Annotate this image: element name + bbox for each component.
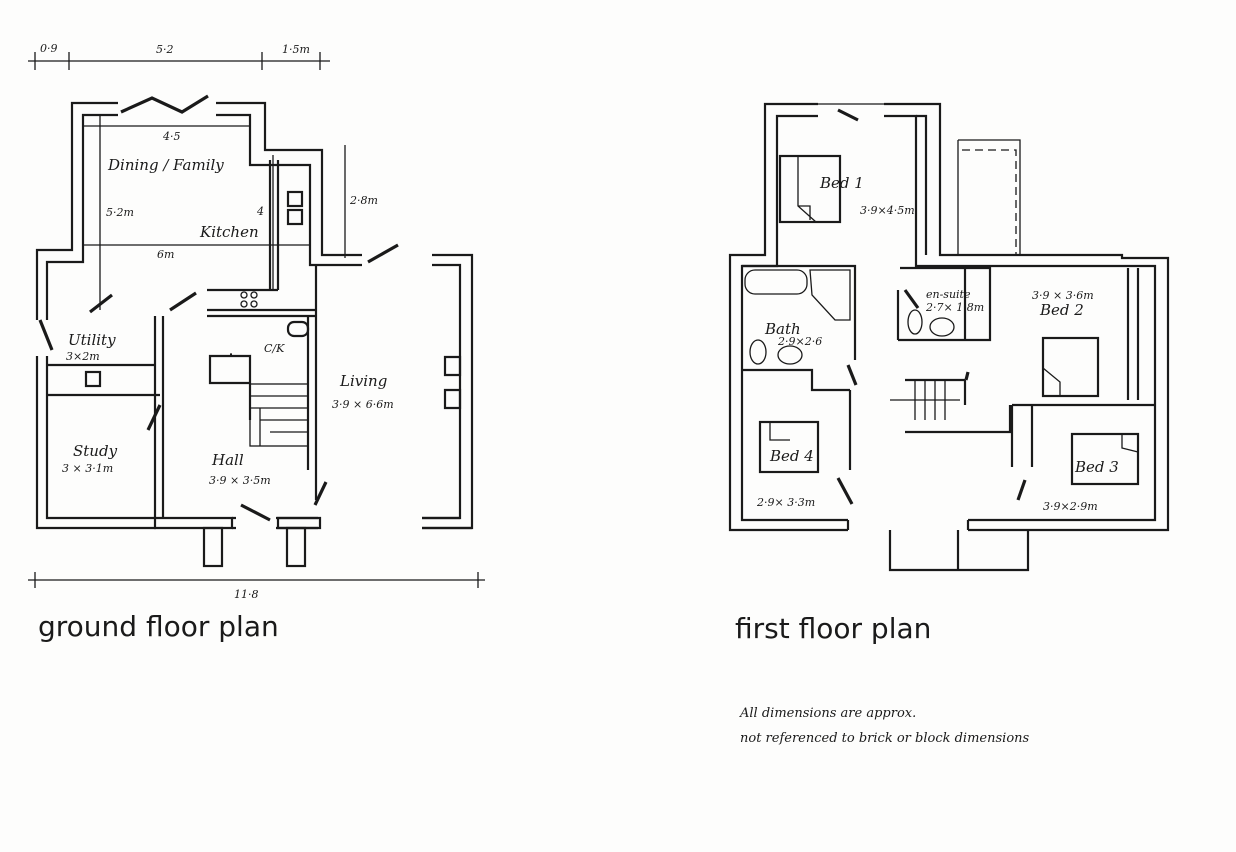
wc [907, 309, 923, 335]
basin [929, 317, 955, 337]
chimney-breast [443, 355, 462, 410]
room-ensuite-size: 2·7× 1·8m [925, 301, 984, 314]
wardrobe-wall [916, 114, 928, 255]
bath-walls [742, 264, 857, 470]
basin [777, 345, 803, 365]
first-floor-title: first floor plan [735, 612, 931, 645]
dim-6m: 6m [157, 248, 174, 261]
room-bed-3-size: 3·9×2·9m [1043, 500, 1098, 513]
ensuite-walls [896, 266, 992, 342]
shower [809, 269, 851, 321]
room-bed-2-size: 3·9 × 3·6m [1032, 289, 1094, 302]
bathtub [744, 269, 808, 295]
staircase [890, 378, 1012, 434]
appliance [286, 190, 304, 208]
hob [240, 291, 258, 308]
bifold-door [120, 94, 209, 114]
dim-5-2: 5·2 [156, 43, 174, 56]
bed-2-furniture [1041, 336, 1100, 398]
room-bed-4-size: 2·9× 3·3m [756, 496, 815, 509]
bifold-window [837, 108, 859, 122]
room-bed-4: Bed 4 [769, 447, 814, 465]
porch-pillar [285, 526, 307, 568]
dim-0-9: 0·9 [40, 42, 58, 55]
room-living-size: 3·9 × 6·6m [332, 398, 394, 411]
dim-dining-depth: 5·2m [106, 206, 134, 219]
room-utility: Utility [68, 331, 116, 349]
first-floor-plan: Bed 1 3·9×4·5m Bath 2·9×2·6 en-suite 2·7… [728, 100, 1170, 645]
room-bed-1-size: 3·9×4·5m [860, 204, 915, 217]
dim-kitchen-width: 4 [256, 205, 264, 218]
internal-dimensions [28, 115, 485, 588]
wc [749, 339, 767, 365]
sink [84, 370, 102, 388]
staircase [249, 383, 309, 447]
top-dimension-line [28, 52, 330, 70]
balcony [957, 139, 1021, 255]
room-ensuite: en-suite [926, 288, 971, 301]
bed-3-furniture [1070, 432, 1140, 486]
bifold-door [367, 243, 399, 264]
ground-floor-title: ground floor plan [38, 610, 279, 643]
ground-inner-wall [45, 113, 462, 520]
room-bath-size: 2·9×2·6 [777, 335, 822, 348]
room-living: Living [339, 372, 387, 390]
room-bed-1: Bed 1 [819, 174, 864, 192]
bed-1-furniture [778, 154, 842, 224]
balcony-outline [962, 149, 1017, 255]
room-hall-size: 3·9 × 3·5m [209, 474, 271, 487]
porch-pillar [202, 526, 224, 568]
room-dining: Dining / Family [107, 156, 224, 174]
door-leaf [38, 291, 328, 522]
door-leaf [836, 289, 1027, 505]
first-outer-wall [728, 102, 1170, 532]
ground-outer-wall [35, 101, 474, 530]
wc [286, 320, 310, 338]
appliance [286, 208, 304, 226]
note-line-2: not referenced to brick or block dimensi… [740, 731, 1030, 746]
ground-floor-plan: 0·9 5·2 1·5m 4·5 5·2m 4 6m 2·8m 11·8 Din… [28, 42, 485, 643]
room-study: Study [73, 442, 118, 460]
room-ck: C/K [264, 342, 285, 355]
room-bed-3: Bed 3 [1074, 458, 1119, 476]
dim-2-8: 2·8m [349, 194, 378, 207]
room-study-size: 3 × 3·1m [62, 462, 113, 475]
dim-overall: 11·8 [234, 588, 259, 601]
room-bath: Bath [764, 320, 801, 338]
room-hall: Hall [211, 451, 244, 469]
bed-4-furniture [758, 420, 820, 474]
note-line-1: All dimensions are approx. [739, 706, 916, 721]
room-kitchen: Kitchen [199, 223, 259, 241]
dim-1-5: 1·5m [282, 43, 310, 56]
room-bed-2: Bed 2 [1039, 301, 1084, 319]
room-utility-size: 3×2m [66, 350, 100, 363]
dim-dining-width: 4·5 [162, 130, 181, 143]
